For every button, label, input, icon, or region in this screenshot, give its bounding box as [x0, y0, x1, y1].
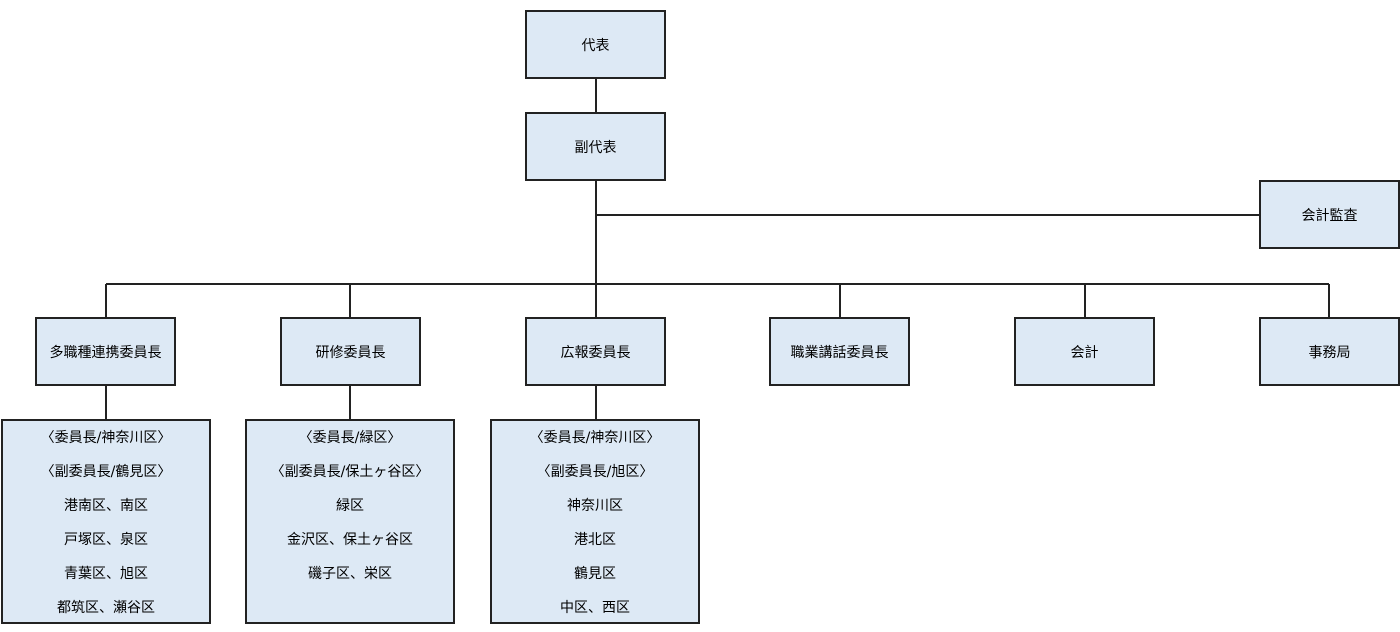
committee-accounting: 会計 — [1014, 317, 1155, 386]
member-line: 港北区 — [574, 532, 616, 548]
member-line: 〈委員長/緑区〉 — [298, 430, 402, 446]
member-line: 港南区、南区 — [64, 498, 148, 514]
member-line: 鶴見区 — [574, 566, 616, 582]
member-line: 戸塚区、泉区 — [64, 532, 148, 548]
committee-multi-occupation: 多職種連携委員長 — [35, 317, 176, 386]
members-box-multi-occupation: 〈委員長/神奈川区〉 〈副委員長/鶴見区〉 港南区、南区 戸塚区、泉区 青葉区、… — [1, 419, 211, 624]
member-line: 青葉区、旭区 — [64, 566, 148, 582]
member-line: 中区、西区 — [560, 600, 630, 616]
member-line: 都筑区、瀬谷区 — [57, 600, 155, 616]
committee-secretariat: 事務局 — [1259, 317, 1400, 386]
committee-career-talk: 職業講話委員長 — [769, 317, 910, 386]
member-line: 磯子区、栄区 — [308, 566, 392, 582]
member-line: 〈副委員長/保土ヶ谷区〉 — [270, 464, 430, 480]
member-line: 神奈川区 — [567, 498, 623, 514]
member-line: 〈副委員長/旭区〉 — [536, 464, 654, 480]
members-box-training: 〈委員長/緑区〉 〈副委員長/保土ヶ谷区〉 緑区 金沢区、保土ヶ谷区 磯子区、栄… — [245, 419, 455, 624]
member-line: 緑区 — [336, 498, 364, 514]
vice-representative-box: 副代表 — [525, 112, 666, 181]
member-line: 〈副委員長/鶴見区〉 — [40, 464, 172, 480]
committee-training: 研修委員長 — [280, 317, 421, 386]
members-box-pr: 〈委員長/神奈川区〉 〈副委員長/旭区〉 神奈川区 港北区 鶴見区 中区、西区 — [490, 419, 700, 624]
member-line: 金沢区、保土ヶ谷区 — [287, 532, 413, 548]
auditor-box: 会計監査 — [1259, 180, 1400, 249]
member-line: 〈委員長/神奈川区〉 — [40, 430, 172, 446]
representative-box: 代表 — [525, 10, 666, 79]
member-line: 〈委員長/神奈川区〉 — [529, 430, 661, 446]
committee-pr: 広報委員長 — [525, 317, 666, 386]
